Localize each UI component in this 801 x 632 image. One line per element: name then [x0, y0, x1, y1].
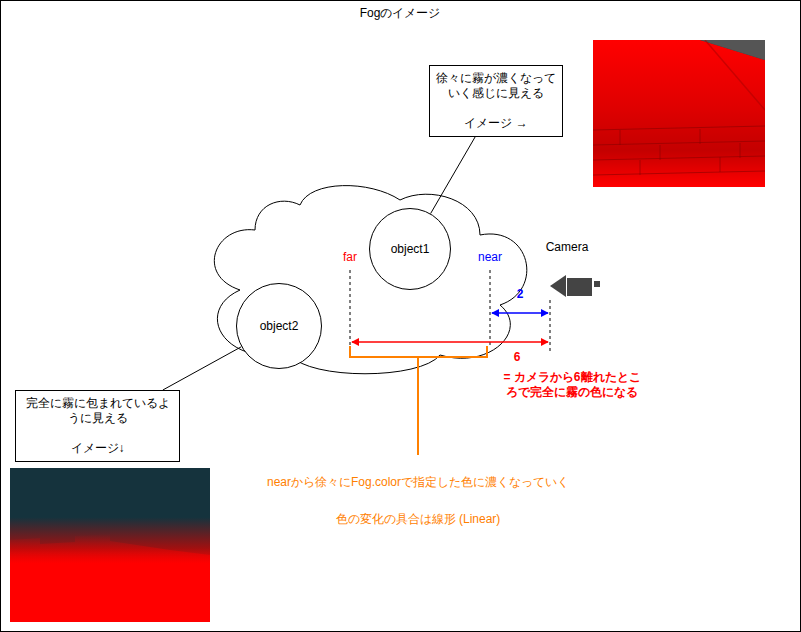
label-text: 6 [514, 350, 521, 364]
note-text: nearから徐々にFog.colorで指定した色に濃くなっていく [267, 475, 569, 490]
far-label: far [343, 250, 357, 265]
note-text: = カメラから6離れたところで完全に霧の色になる [501, 370, 643, 400]
diagram-title: Fogのイメージ [360, 6, 441, 21]
near-distance-arrow [492, 312, 548, 314]
camera-label: Camera [546, 240, 589, 255]
leader-line [163, 347, 241, 390]
label-text: nearから徐々にFog.colorで指定した色に濃くなっていく [267, 475, 569, 489]
node-text: object1 [391, 242, 430, 256]
brick-wall-image [593, 40, 765, 187]
object-circle: object1 [369, 208, 451, 290]
object-circle: object2 [236, 283, 322, 369]
range-bracket [350, 346, 487, 455]
camera-icon [550, 275, 600, 297]
camera-marker [550, 300, 551, 352]
callout-box: 完全に霧に包まれているように見えるイメージ↓ [15, 390, 180, 462]
title-text: Fogのイメージ [360, 6, 441, 20]
label-text: near [478, 250, 502, 264]
near-marker [490, 270, 491, 347]
dimension-label: 6 [514, 350, 521, 365]
label-text: Camera [546, 240, 589, 254]
callout-box: 徐々に霧が濃くなっていく感じに見えるイメージ → [429, 65, 563, 137]
far-distance-arrow [352, 341, 548, 343]
note-text: 色の変化の具合は線形 (Linear) [336, 512, 501, 527]
label-text: = カメラから6離れたところで完全に霧の色になる [503, 370, 640, 399]
fog-image [10, 468, 210, 622]
leader-line [431, 137, 475, 214]
label-text: 色の変化の具合は線形 (Linear) [336, 512, 501, 526]
label-text: 2 [517, 287, 524, 301]
node-text: 完全に霧に包まれているように見える [20, 396, 175, 426]
node-text: イメージ↓ [20, 441, 175, 456]
fog-cloud [214, 186, 526, 374]
near-label: near [478, 250, 502, 265]
label-text: far [343, 250, 357, 264]
node-text: 徐々に霧が濃くなっていく感じに見える [434, 71, 558, 101]
dimension-label: 2 [517, 287, 524, 302]
far-marker [350, 270, 351, 352]
node-text: イメージ → [434, 116, 558, 131]
node-text: object2 [260, 319, 299, 333]
